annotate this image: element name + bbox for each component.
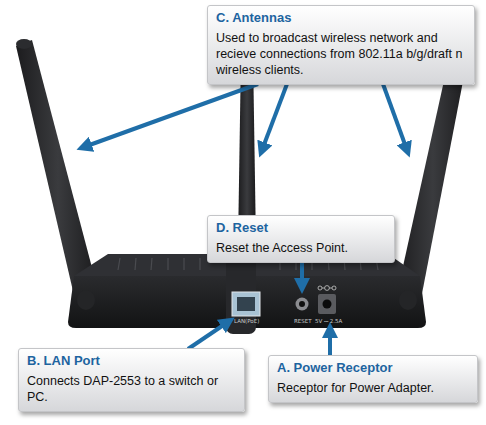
port-label: 5V ⎓ 2.5A xyxy=(315,318,342,325)
callout-box: D. ResetReset the Access Point. xyxy=(207,215,395,263)
lan-port xyxy=(232,292,260,316)
power-jack-socket xyxy=(323,300,332,309)
callout-box: C. AntennasUsed to broadcast wireless ne… xyxy=(207,5,475,85)
leader-arrows xyxy=(84,84,407,356)
callout-heading: B. LAN Port xyxy=(27,353,236,369)
callout-text: Reset the Access Point. xyxy=(216,240,386,256)
antenna-tip xyxy=(16,39,32,49)
callout-text: Receptor for Power Adapter. xyxy=(277,380,469,396)
callout-heading: C. Antennas xyxy=(216,10,466,26)
leader-arrow xyxy=(383,84,407,150)
lan-port-socket xyxy=(237,297,255,311)
leader-arrow xyxy=(84,84,258,147)
polarity-symbol xyxy=(318,286,336,291)
callout-text: Connects DAP-2553 to a switch or PC. xyxy=(27,373,236,405)
reset-button xyxy=(296,298,309,311)
antenna-hinge xyxy=(399,290,417,310)
leader-arrow xyxy=(262,84,287,150)
antenna-hinge xyxy=(77,290,95,310)
port-label: RESET xyxy=(294,318,312,325)
power-jack xyxy=(318,294,336,314)
port-label: LAN(PoE) xyxy=(234,318,259,325)
callout-heading: A. Power Receptor xyxy=(277,360,469,376)
callout-box: B. LAN PortConnects DAP-2553 to a switch… xyxy=(18,348,245,412)
leader-arrow xyxy=(328,330,332,356)
leader-arrow xyxy=(188,322,228,349)
callout-text: Used to broadcast wireless network and r… xyxy=(216,30,466,78)
callout-box: A. Power ReceptorReceptor for Power Adap… xyxy=(268,355,478,403)
reset-hole xyxy=(299,301,305,307)
antenna xyxy=(16,40,100,304)
callout-heading: D. Reset xyxy=(216,220,386,236)
